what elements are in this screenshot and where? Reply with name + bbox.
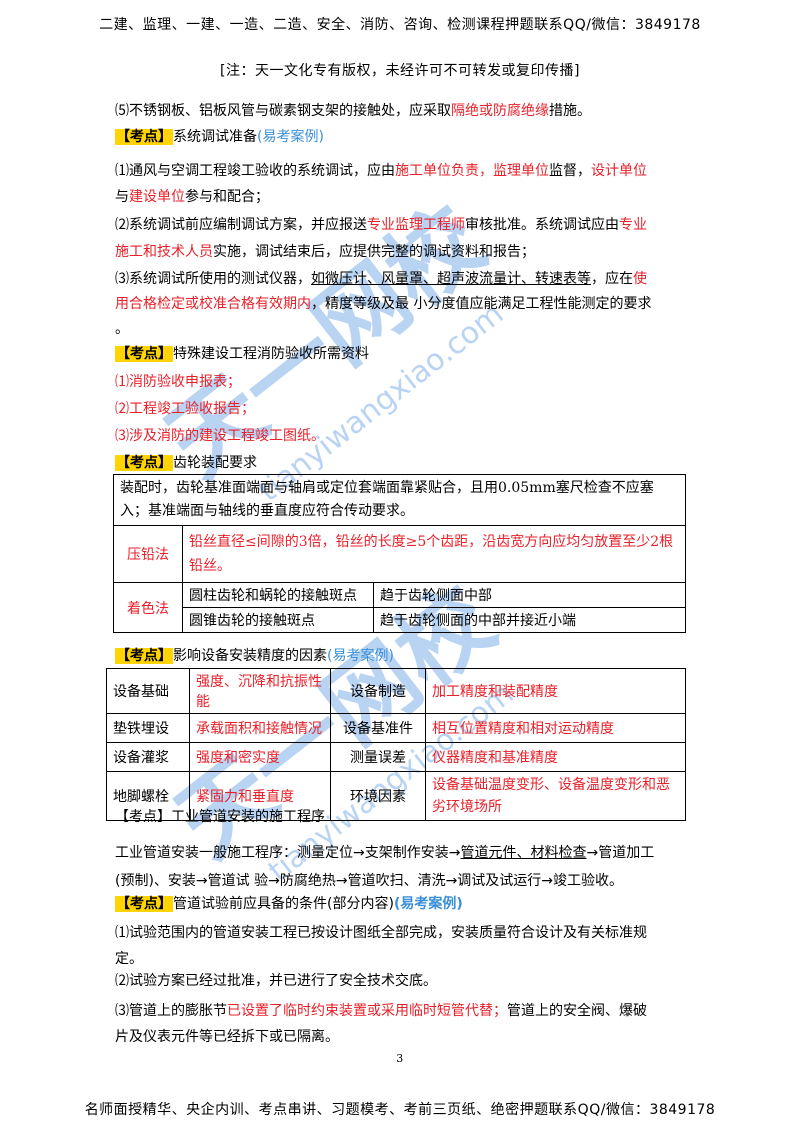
table-cell: 垫铁埋设: [106, 713, 190, 743]
exam-hint: (易考案例): [327, 648, 394, 664]
section-fire-acceptance-heading: 【考点】特殊建设工程消防验收所需资料: [115, 343, 369, 365]
table-cell: 承载面积和接触情况: [189, 713, 331, 743]
fire-docs-list: ⑴消防验收申报表； ⑵工程竣工验收报告； ⑶涉及消防的建设工程竣工图纸。: [115, 369, 685, 450]
gear-table: 装配时，齿轮基准面端面与轴肩或定位套端面靠紧贴合，且用0.05mm塞尺检查不应塞…: [113, 474, 686, 633]
topic-tag: 【考点】: [115, 809, 171, 825]
paragraph-stainless: ⑸不锈钢板、铝板风管与碳素钢支架的接触处，应采取隔绝或防腐绝缘措施。: [115, 103, 591, 119]
paragraph-pipe-test-3: ⑶管道上的膨胀节已设置了临时约束装置或采用临时短管代替；管道上的安全阀、爆破 片…: [115, 1003, 647, 1045]
section-title: 系统调试准备: [173, 129, 257, 145]
list-item: ⑵工程竣工验收报告；: [115, 401, 255, 417]
table-cell: 仪器精度和基准精度: [425, 742, 686, 772]
section-precision-heading: 【考点】影响设备安装精度的因素(易考案例): [115, 645, 394, 667]
table-cell: 设备基准件: [330, 713, 426, 743]
paragraph-debug-1: ⑴通风与空调工程竣工验收的系统调试，应由施工单位负责，监理单位监督，设计单位 与…: [115, 163, 647, 205]
table-cell: 强度、沉降和抗振性能: [189, 668, 331, 714]
table-cell: 设备制造: [330, 668, 426, 714]
method-label: 着色法: [113, 582, 183, 633]
section-title: 工业管道安装的施工程序: [171, 809, 325, 825]
table-cell: 趋于齿轮侧面的中部并接近小端: [373, 607, 686, 633]
topic-tag: 【考点】: [115, 648, 173, 664]
method-text: 铅丝直径≤间隙的3倍，铅丝的长度≥5个齿距，沿齿宽方向应均匀放置至少2根铅丝。: [182, 525, 686, 583]
page-number: 3: [396, 1052, 404, 1065]
paragraph-debug-2: ⑵系统调试前应编制调试方案，并应报送专业监理工程师审核批准。系统调试应由专业 施…: [115, 217, 647, 260]
exam-hint: (易考案例): [393, 896, 463, 912]
footer-contact: 名师面授精华、央企内训、考点串讲、习题模考、考前三页纸、绝密押题联系QQ/微信：…: [84, 1102, 716, 1118]
section-pipe-test-heading: 【考点】管道试验前应具备的条件(部分内容)(易考案例): [115, 893, 463, 915]
table-cell: 设备基础温度变形、设备温度变形和恶劣环境场所: [425, 771, 686, 821]
paragraph-pipe-test-1: ⑴试验范围内的管道安装工程已按设计图纸全部完成，安装质量符合设计及有关标准规定。: [115, 925, 647, 967]
section-title: 管道试验前应具备的条件(部分内容): [173, 896, 394, 912]
topic-tag: 【考点】: [115, 129, 173, 145]
topic-tag: 【考点】: [115, 455, 173, 471]
topic-tag: 【考点】: [115, 346, 173, 362]
section-title: 齿轮装配要求: [173, 455, 257, 471]
table-cell: 趋于齿轮侧面中部: [373, 582, 686, 608]
paragraph-debug-3: ⑶系统调试所使用的测试仪器，如微压计、风量罩、超声波流量计、转速表等，应在使 用…: [115, 271, 652, 337]
method-label: 压铅法: [113, 525, 183, 583]
table-cell: 紧固力和垂直度: [189, 771, 331, 821]
topic-tag: 【考点】: [115, 896, 173, 912]
table-cell: 相互位置精度和相对运动精度: [425, 713, 686, 743]
table-cell: 加工精度和装配精度: [425, 668, 686, 714]
section-gear-heading: 【考点】齿轮装配要求: [115, 452, 257, 474]
section-pipe-procedure-heading: 【考点】工业管道安装的施工程序: [115, 806, 325, 828]
exam-hint: (易考案例): [257, 129, 324, 145]
paragraph-pipe-procedure: 工业管道安装一般施工程序：测量定位→支架制作安装→管道元件、材料检查→管道加工 …: [115, 845, 655, 889]
table-cell: 强度和密实度: [189, 742, 331, 772]
table-cell: 设备基础: [106, 668, 190, 714]
section-title: 影响设备安装精度的因素: [173, 648, 327, 664]
list-item: ⑶涉及消防的建设工程竣工图纸。: [115, 428, 325, 444]
section-system-debug-heading: 【考点】系统调试准备(易考案例): [115, 126, 324, 148]
precision-table: 设备基础 强度、沉降和抗振性能 设备制造 加工精度和装配精度 垫铁埋设 承载面积…: [106, 668, 686, 821]
header-contact: 二建、监理、一建、一造、二造、安全、消防、咨询、检测课程押题联系QQ/微信：38…: [99, 17, 701, 33]
gear-intro: 装配时，齿轮基准面端面与轴肩或定位套端面靠紧贴合，且用0.05mm塞尺检查不应塞…: [113, 474, 686, 526]
paragraph-pipe-test-2: ⑵试验方案已经过批准，并已进行了安全技术交底。: [115, 973, 437, 989]
table-cell: 圆锥齿轮的接触斑点: [182, 607, 374, 633]
section-title: 特殊建设工程消防验收所需资料: [173, 346, 369, 362]
table-cell: 环境因素: [330, 771, 426, 821]
table-cell: 设备灌浆: [106, 742, 190, 772]
table-cell: 圆柱齿轮和蜗轮的接触斑点: [182, 582, 374, 608]
table-cell: 测量误差: [330, 742, 426, 772]
copyright-notice: [注：天一文化专有版权，未经许可不可转发或复印传播]: [220, 63, 580, 79]
list-item: ⑴消防验收申报表；: [115, 374, 241, 390]
